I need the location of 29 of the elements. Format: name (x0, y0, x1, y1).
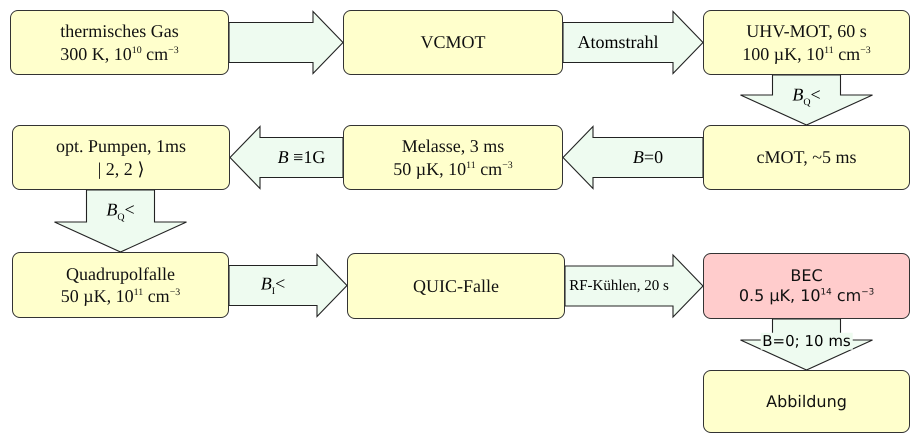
process-box (703, 253, 910, 319)
process-box (703, 10, 910, 75)
process-box (343, 125, 563, 190)
process-box (703, 370, 910, 433)
node-text: 300 K, 10$^{10}$ cm$^{−3}$ (60, 42, 179, 65)
process-box (12, 252, 229, 318)
node-text: Abbildung (766, 392, 847, 412)
node-text: VCMOT (420, 31, 486, 54)
process-box (703, 125, 910, 190)
process-box (347, 253, 565, 319)
node-text: 0.5 µK, 10$^{14}$ cm$^{−3}$ (738, 286, 874, 306)
node-text: UHV-MOT, 60 s (746, 20, 867, 42)
process-box (12, 125, 230, 190)
node-text: 50 µK, 10$^{11}$ cm$^{−3}$ (60, 285, 180, 308)
node-text: QUIC-Falle (413, 274, 499, 298)
edge-label: B=0; 10 ms (760, 332, 853, 350)
process-box (10, 10, 229, 75)
node-text: cMOT, ~5 ms (756, 146, 856, 169)
node-text: Quadrupolfalle (66, 262, 175, 285)
node-text: 50 µK, 10$^{11}$ cm$^{−3}$ (393, 158, 513, 180)
node-text: BEC (790, 266, 823, 286)
node-text: 100 µK, 10$^{11}$ cm$^{−3}$ (742, 42, 871, 65)
node-text: thermisches Gas (60, 20, 179, 42)
node-text: | 2, 2 ⟩ (98, 158, 144, 180)
block-arrow (228, 10, 344, 75)
edge-label: RF-Kühlen, 20 s (567, 278, 671, 294)
process-box (343, 10, 563, 75)
node-text: Melasse, 3 ms (402, 135, 504, 158)
node-text: opt. Pumpen, 1ms (56, 135, 186, 158)
